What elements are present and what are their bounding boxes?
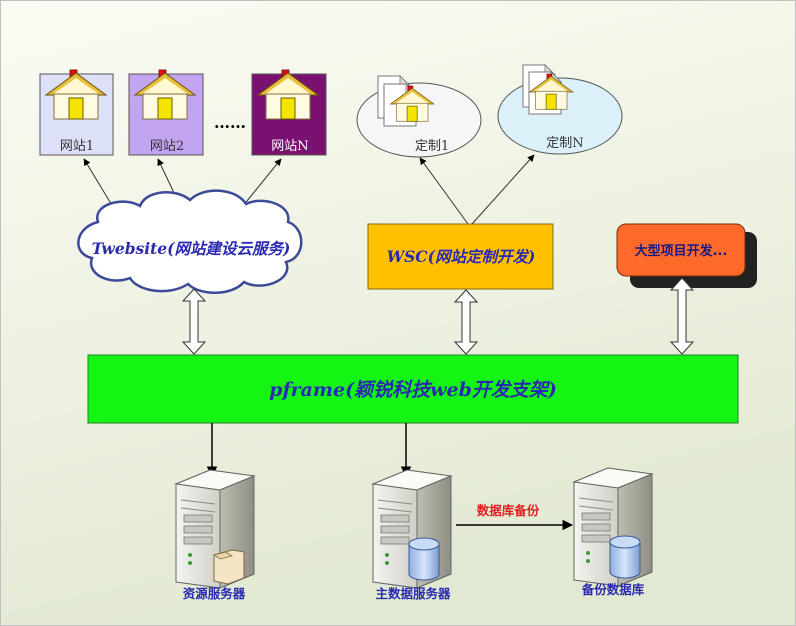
custom-site-1: 定制1 [356, 75, 482, 158]
cloud-service-label: Twebsite(网站建设云服务) [92, 239, 291, 258]
framework-box [87, 354, 739, 424]
website-card-1: 网站1 [39, 69, 114, 156]
service-framework-links [181, 277, 695, 355]
double-arrow-cloud [181, 288, 207, 355]
large-project-box [616, 223, 746, 277]
main-data-server-label: 主数据服务器 [375, 586, 451, 601]
connector-wsc-custom1 [419, 157, 469, 225]
double-arrow-large-project [669, 277, 695, 355]
large-project-label: 大型项目开发... [635, 243, 728, 259]
server-database-icon [573, 467, 653, 587]
wsc-service: WSC(网站定制开发) [367, 223, 554, 290]
cloud-service: Twebsite(网站建设云服务) [77, 189, 303, 294]
double-arrow-wsc [453, 289, 479, 355]
wsc-service-label: WSC(网站定制开发) [387, 247, 536, 266]
framework-label: pframe(颖锐科技web开发支架) [269, 379, 557, 401]
custom-site-label-1: 定制1 [415, 139, 449, 154]
server-database-icon [372, 469, 452, 589]
backup-database-label: 备份数据库 [581, 582, 645, 597]
cloud-shape [77, 189, 303, 294]
resource-server: 资源服务器 [175, 469, 255, 601]
custom-site-n: 定制N [497, 64, 623, 155]
resource-server-label: 资源服务器 [183, 586, 246, 601]
website-label-n: 网站N [271, 139, 308, 154]
website-label-2: 网站2 [150, 139, 184, 154]
website-card-2: 网站2 [128, 69, 204, 156]
large-project-service: 大型项目开发... [616, 223, 757, 288]
website-ellipsis: …… [214, 113, 246, 132]
server-folder-icon [175, 469, 255, 589]
backup-link: 数据库备份 [456, 503, 574, 531]
wsc-box [367, 223, 554, 290]
custom-site-label-n: 定制N [546, 136, 583, 151]
framework-server-links [206, 423, 412, 478]
website-label-1: 网站1 [60, 139, 94, 154]
website-card-n: 网站N [251, 69, 327, 156]
backup-label: 数据库备份 [476, 503, 540, 518]
main-data-server: 主数据服务器 [372, 469, 452, 601]
backup-database: 备份数据库 [573, 467, 653, 597]
connector-wsc-customn [471, 154, 535, 225]
framework-bar: pframe(颖锐科技web开发支架) [87, 354, 739, 424]
